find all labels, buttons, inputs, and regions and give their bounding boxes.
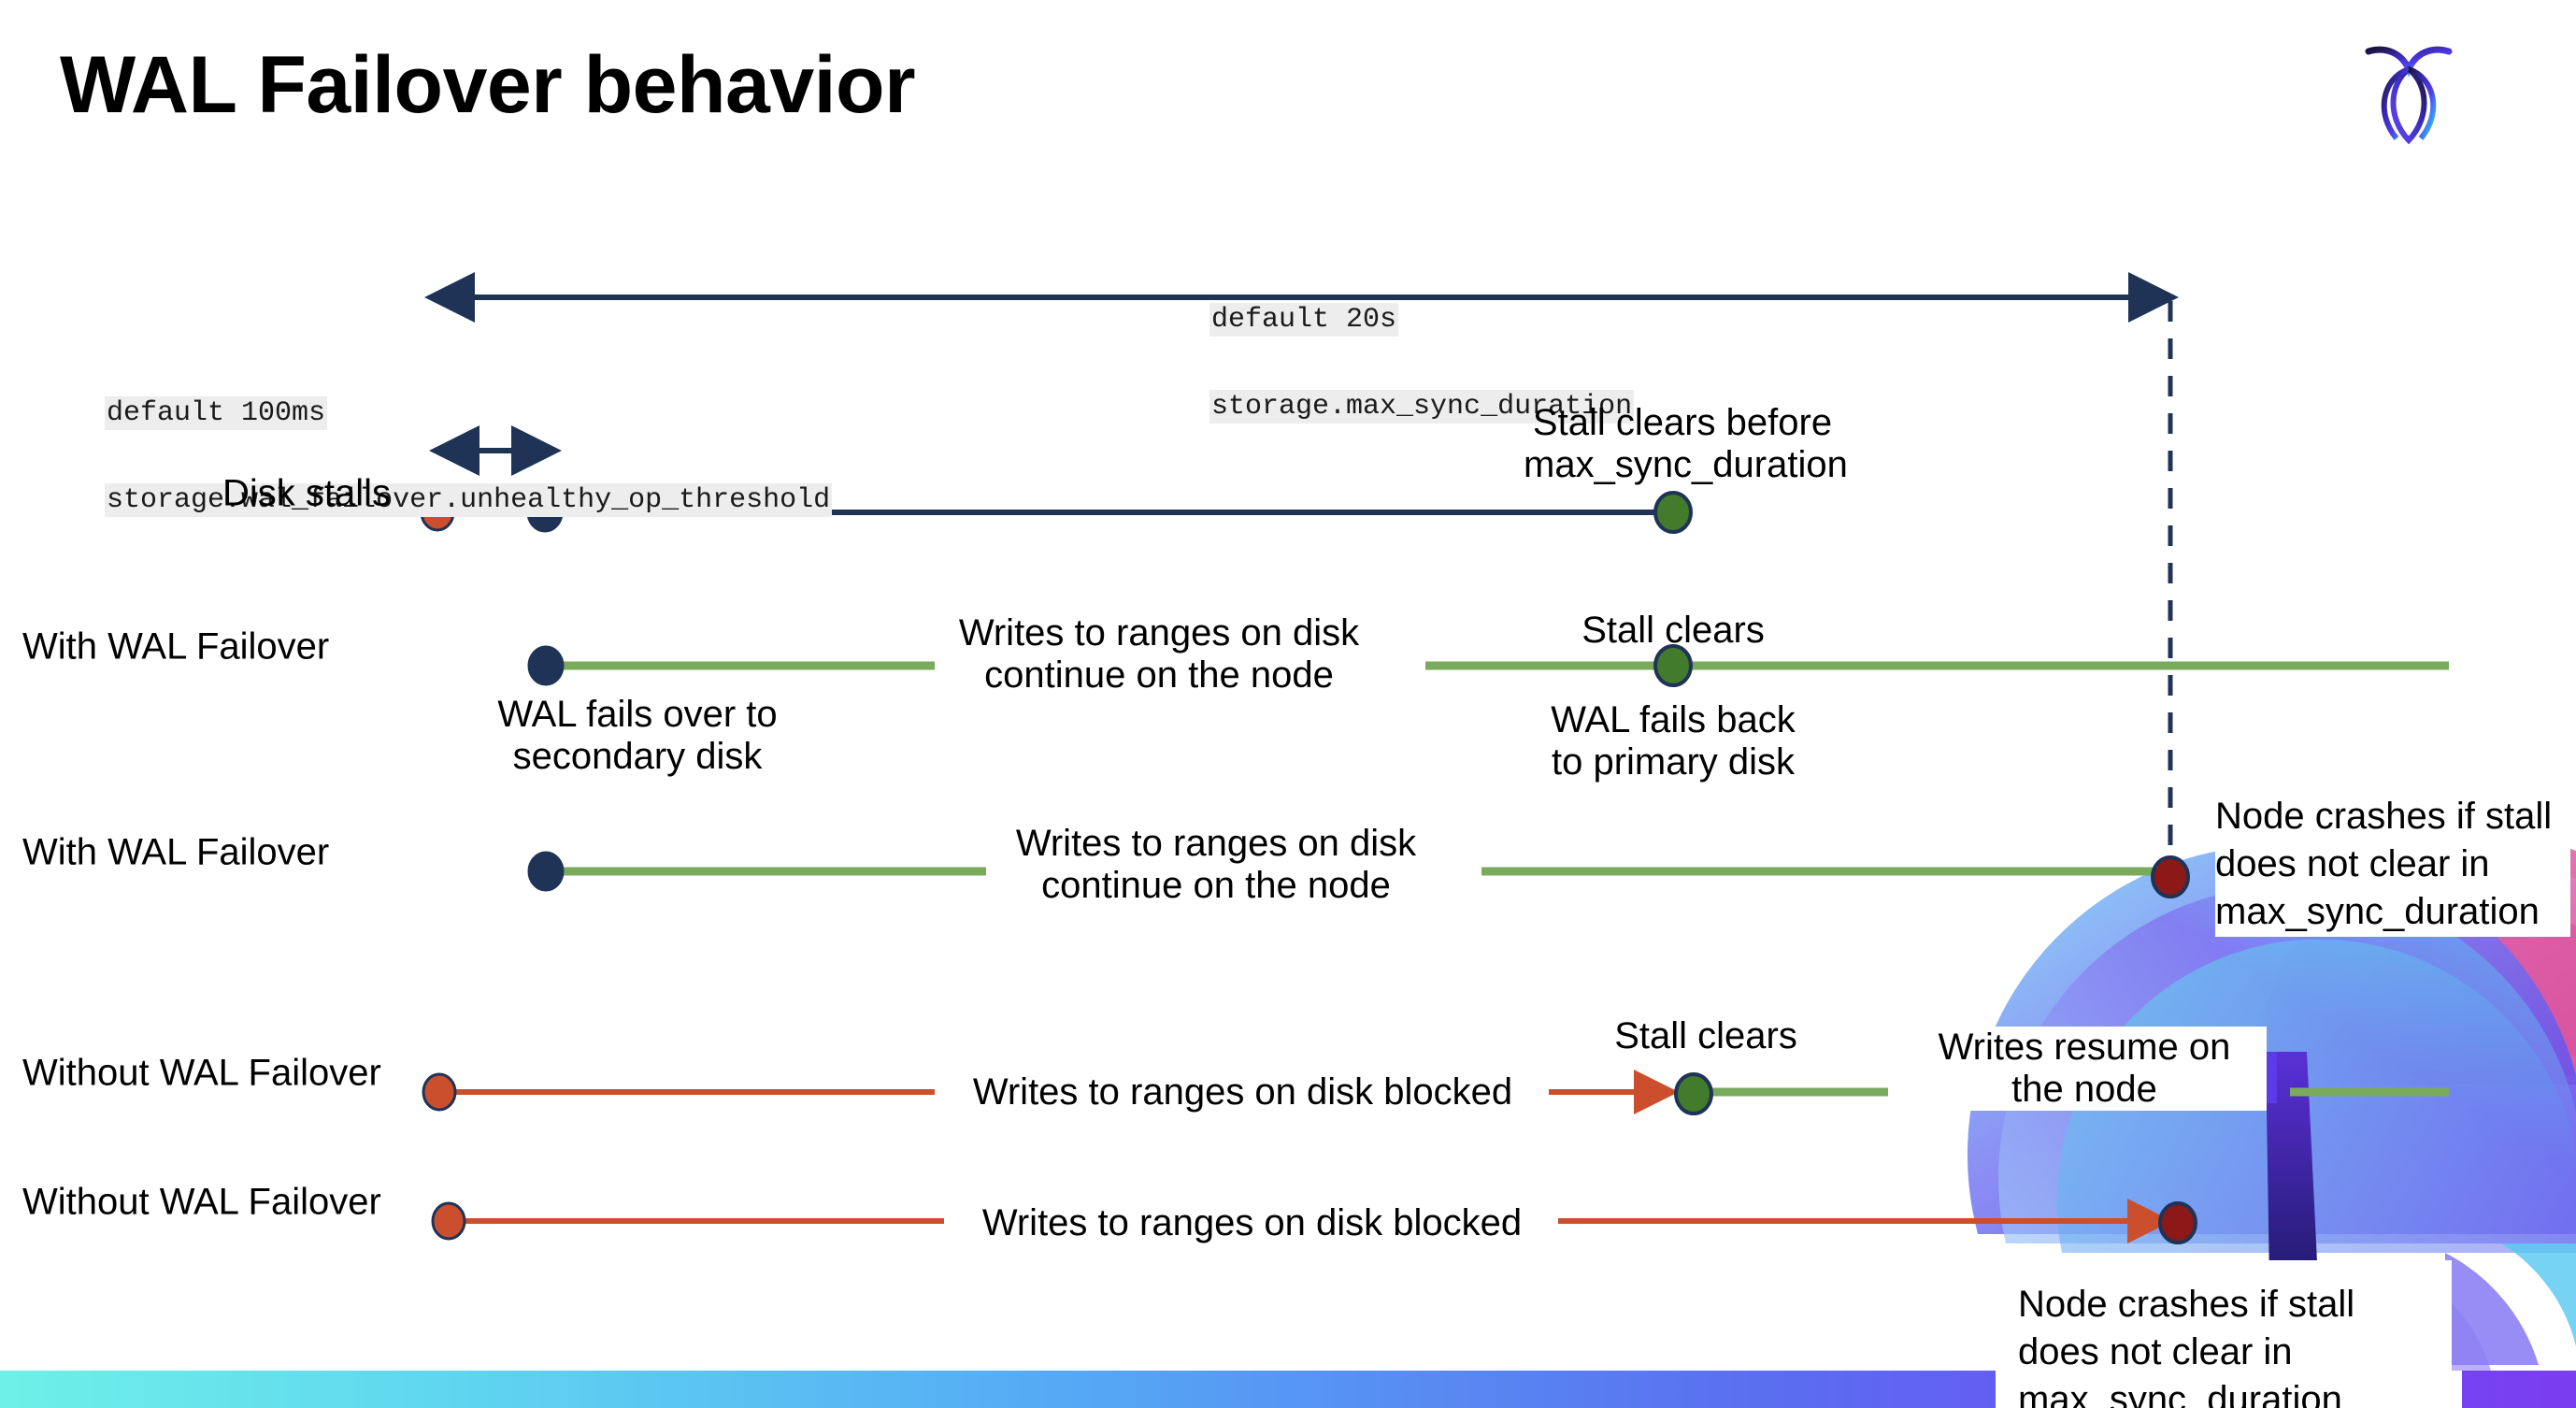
slide-title: WAL Failover behavior: [60, 40, 916, 130]
row-with-wal-failover-clears-track: [527, 644, 2449, 687]
annotation-wal-fails-back: WAL fails back to primary disk: [1551, 699, 1796, 783]
row-label-with-wal-failover-crash: With WAL Failover: [22, 831, 330, 873]
annotation-writes-resume: Writes resume on the node: [1902, 1027, 2267, 1111]
unhealthy-op-threshold-setting: default 100ms storage.wal_failover.unhea…: [37, 348, 833, 566]
row-label-without-wal-failover-clears: Without WAL Failover: [22, 1052, 381, 1094]
row-label-with-wal-failover-clears: With WAL Failover: [22, 625, 330, 668]
annotation-node-crashes-2: Node crashes if stall does not clear in …: [1996, 1260, 2452, 1408]
annotation-wal-fails-over: WAL fails over to secondary disk: [497, 694, 778, 777]
unhealthy-op-default-text: default 100ms: [105, 395, 328, 430]
row-without-wal-failover-crash-track: [431, 1199, 2197, 1244]
annotation-stall-clears-2: Stall clears: [1614, 1015, 1797, 1056]
annotation-writes-blocked-1: Writes to ranges on disk blocked: [937, 1071, 1549, 1113]
annotation-node-crashes-1: Node crashes if stall does not clear in …: [2215, 793, 2570, 937]
annotation-stall-clears: Stall clears: [1581, 610, 1765, 651]
row-with-wal-failover-crash-track: [527, 851, 2190, 898]
annotation-writes-blocked-2: Writes to ranges on disk blocked: [946, 1202, 1558, 1244]
row-without-wal-failover-clears-track: [422, 1070, 2449, 1115]
row-label-disk-stalls: Disk stalls: [222, 472, 392, 514]
max-sync-duration-setting: default 20s storage.max_sync_duration: [1142, 254, 1635, 472]
unhealthy-op-name-text: storage.wal_failover.unhealthy_op_thresh…: [105, 482, 833, 517]
annotation-stall-clears-before: Stall clears before max_sync_duration: [1524, 402, 1848, 485]
max-sync-default-text: default 20s: [1209, 302, 1399, 337]
annotation-writes-continue-2: Writes to ranges on disk continue on the…: [996, 823, 1436, 907]
max-sync-name-text: storage.max_sync_duration: [1209, 389, 1635, 424]
bottom-bar-notch: [2425, 1371, 2462, 1408]
cockroach-labs-logo: [2365, 46, 2453, 145]
row-label-without-wal-failover-crash: Without WAL Failover: [22, 1181, 381, 1223]
annotation-writes-continue: Writes to ranges on disk continue on the…: [944, 612, 1374, 697]
